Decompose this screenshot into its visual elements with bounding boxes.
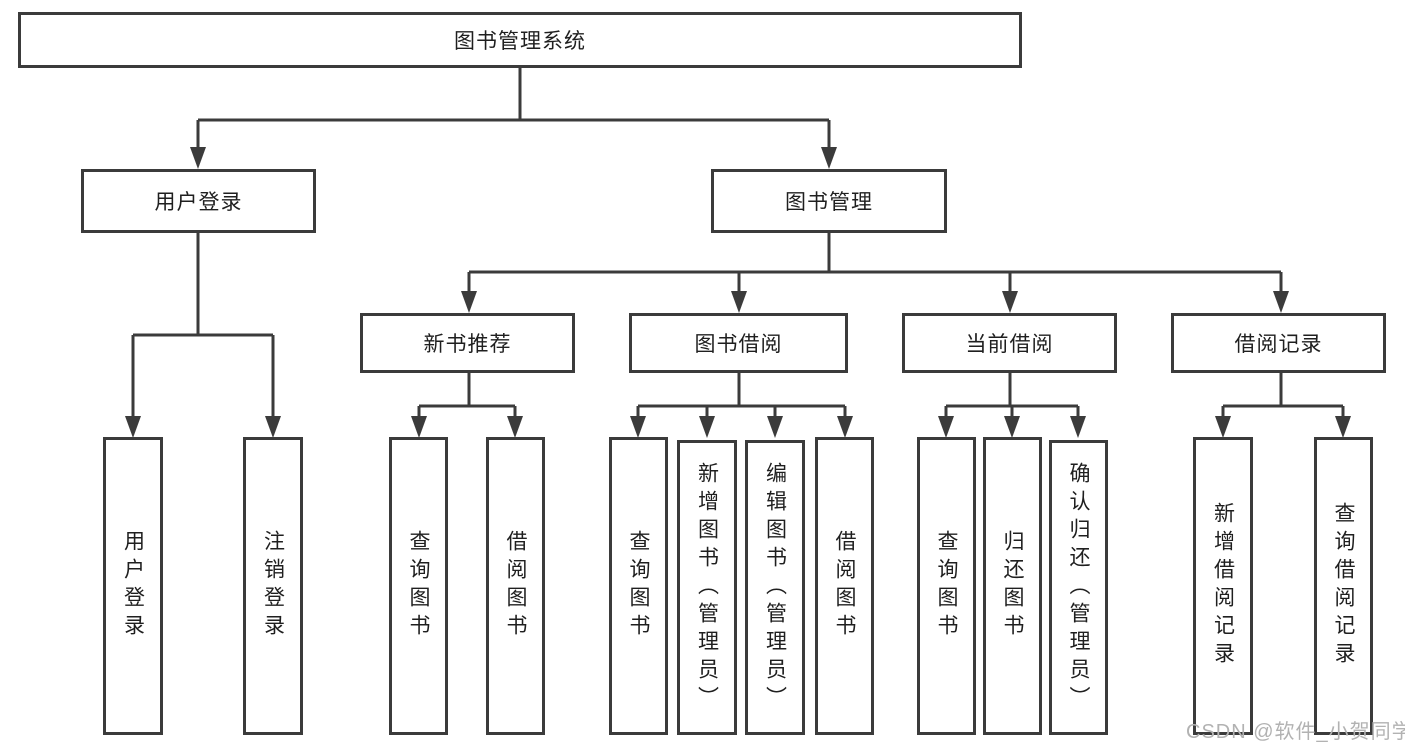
node-label: 查询图书: [627, 530, 650, 642]
node-label: 用户登录: [121, 530, 145, 642]
leaf-query-books-current: 查询图书: [917, 437, 976, 735]
node-new-book-recommend: 新书推荐: [360, 313, 575, 373]
node-label: 查询图书: [407, 530, 430, 642]
node-label: 图书管理系统: [454, 30, 586, 53]
node-label: 查询借阅记录: [1332, 502, 1355, 670]
leaf-logout: 注销登录: [243, 437, 303, 735]
leaf-query-borrow-record: 查询借阅记录: [1314, 437, 1373, 735]
leaf-return-books: 归还图书: [983, 437, 1042, 735]
node-label: 新增借阅记录: [1211, 502, 1235, 670]
node-book-management: 图书管理: [711, 169, 947, 233]
node-label: 归还图书: [1001, 530, 1024, 642]
leaf-borrow-books-recommend: 借阅图书: [486, 437, 545, 735]
node-borrow-records: 借阅记录: [1171, 313, 1386, 373]
node-label: 注销登录: [261, 530, 285, 642]
leaf-user-login: 用户登录: [103, 437, 163, 735]
node-label: 查询图书: [935, 530, 958, 642]
leaf-confirm-return-admin: 确认归还（管理员）: [1049, 440, 1108, 735]
leaf-borrow-books: 借阅图书: [815, 437, 874, 735]
node-label: 借阅图书: [504, 530, 527, 642]
node-label: 当前借阅: [965, 333, 1054, 356]
node-label: 新增图书（管理员）: [695, 461, 719, 714]
node-user-login: 用户登录: [81, 169, 316, 233]
leaf-add-borrow-record: 新增借阅记录: [1193, 437, 1253, 735]
node-label: 借阅记录: [1234, 333, 1323, 356]
node-label: 借阅图书: [833, 530, 856, 642]
node-label: 新书推荐: [423, 333, 512, 356]
leaf-query-books-recommend: 查询图书: [389, 437, 448, 735]
arrowheads: [125, 147, 1351, 438]
node-root-library-system: 图书管理系统: [18, 12, 1022, 68]
node-label: 编辑图书（管理员）: [763, 461, 787, 714]
node-label: 图书管理: [785, 191, 873, 214]
leaf-add-book-admin: 新增图书（管理员）: [677, 440, 737, 735]
leaf-edit-book-admin: 编辑图书（管理员）: [745, 440, 805, 735]
node-label: 用户登录: [154, 191, 243, 214]
node-book-borrow: 图书借阅: [629, 313, 848, 373]
node-current-borrow: 当前借阅: [902, 313, 1117, 373]
node-label: 图书借阅: [694, 333, 783, 356]
csdn-watermark: CSDN @软件_小贺同学: [1186, 721, 1405, 743]
node-label: 确认归还（管理员）: [1067, 461, 1090, 714]
leaf-query-books-borrow: 查询图书: [609, 437, 668, 735]
